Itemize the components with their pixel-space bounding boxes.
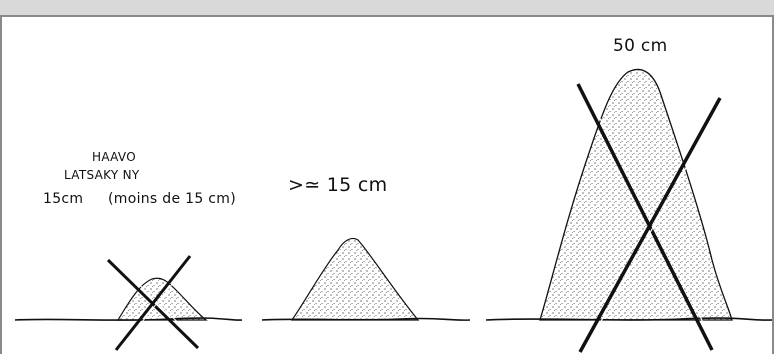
large-pile-cross-mark bbox=[576, 82, 724, 353]
top-bar bbox=[0, 0, 774, 17]
label-latsaky-ny: LATSAKY NY bbox=[64, 168, 140, 182]
label-haavo: HAAVO bbox=[92, 150, 136, 164]
small-pile-cross-mark bbox=[106, 255, 202, 352]
medium-pile bbox=[290, 237, 420, 321]
label-moins-de-15cm: (moins de 15 cm) bbox=[108, 191, 236, 207]
figure-frame bbox=[0, 17, 774, 354]
label-large-height: 50 cm bbox=[613, 36, 668, 56]
frame-right-border bbox=[772, 17, 774, 354]
label-15cm: 15cm bbox=[43, 191, 84, 207]
label-medium-height: >≃ 15 cm bbox=[288, 174, 388, 196]
small-pile bbox=[116, 277, 208, 321]
large-pile bbox=[539, 68, 733, 321]
